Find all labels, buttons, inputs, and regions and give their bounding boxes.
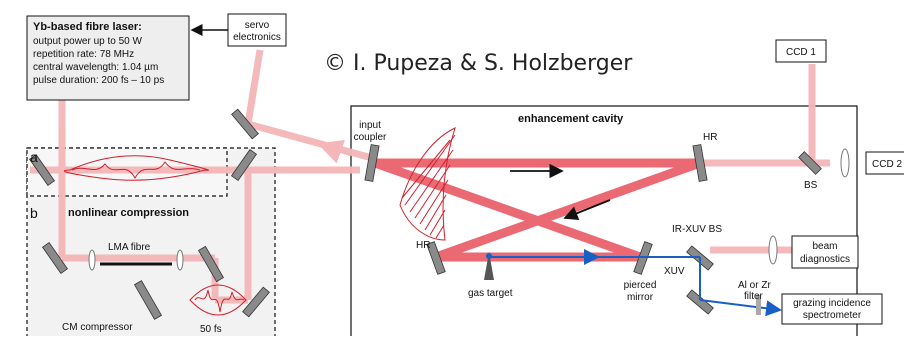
enhancement-cavity-box	[350, 105, 858, 339]
laser-title: Yb-based fibre laser:	[33, 21, 142, 33]
label-lma: LMA fibre	[108, 242, 151, 253]
laser-spec-3: central wavelength: 1.04 µm	[33, 62, 158, 73]
servo-box	[227, 13, 287, 47]
servo-label-1: servo	[245, 20, 270, 31]
laser-spec-4: pulse duration: 200 fs – 10 ps	[33, 75, 164, 86]
cavity-arrow-left	[563, 199, 611, 221]
label-hr-left: HR	[416, 240, 430, 251]
ccd1-label: CCD 1	[786, 47, 816, 58]
label-irxuv: IR-XUV BS	[672, 224, 722, 235]
label-input-1: input	[359, 120, 381, 131]
ccd1-box	[775, 39, 827, 63]
beam-diagnostics-box	[791, 235, 859, 269]
return-arrow	[317, 139, 351, 164]
label-b: b	[30, 205, 38, 221]
ccd2-box	[865, 151, 904, 175]
fibre-lens-left	[88, 249, 96, 271]
chirped-pulse	[399, 127, 456, 241]
laser-spec-1: output power up to 50 W	[33, 36, 143, 47]
grazing-label-2: spectrometer	[803, 310, 862, 321]
label-pierced-1: pierced	[624, 280, 657, 291]
grazing-label-1: grazing incidence	[793, 298, 871, 309]
pulse-a	[63, 155, 209, 181]
gas-target	[484, 252, 494, 280]
label-50fs: 50 fs	[200, 324, 222, 335]
label-input-2: coupler	[354, 132, 387, 143]
label-a: a	[30, 149, 38, 165]
label-filter-2: filter	[744, 291, 764, 302]
label-hr-top: HR	[703, 132, 717, 143]
servo-label-2: electronics	[233, 32, 281, 43]
laser-box	[26, 15, 190, 101]
label-filter-1: Al or Zr	[738, 280, 771, 291]
label-bs: BS	[804, 180, 818, 191]
fibre-lens-right	[176, 249, 184, 271]
lens-ccd2	[840, 148, 850, 178]
pulse-50fs	[189, 284, 247, 316]
credit-text: © I. Pupeza & S. Holzberger	[324, 51, 633, 76]
label-gas: gas target	[468, 288, 513, 299]
laser-spec-2: repetition rate: 78 MHz	[33, 49, 134, 60]
spectrometer-box	[781, 293, 883, 325]
label-nonlinear: nonlinear compression	[68, 207, 189, 219]
xuv-beam	[489, 249, 782, 317]
label-cm: CM compressor	[62, 322, 133, 333]
filter	[756, 295, 761, 315]
beam-label-1: beam	[812, 241, 837, 252]
label-cavity: enhancement cavity	[518, 113, 624, 125]
beam-label-2: diagnostics	[800, 254, 850, 265]
label-xuv: XUV	[664, 266, 685, 277]
label-pierced-2: mirror	[627, 292, 654, 303]
lens-diagnostics	[768, 235, 778, 265]
ccd2-label: CCD 2	[872, 159, 902, 170]
